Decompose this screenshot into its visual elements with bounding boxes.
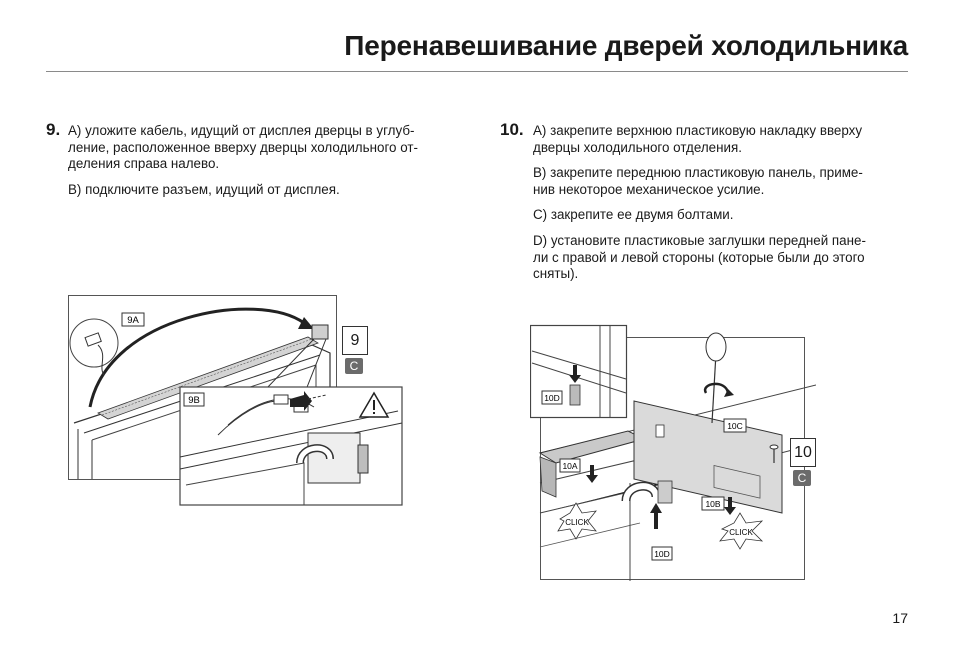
label-9b: 9B [188,395,200,406]
step-10-c-badge: C [793,470,811,486]
step-9-badge: 9 [342,326,368,355]
step-10-badge: 10 [790,438,816,467]
label-10d-bottom: 10D [654,549,670,559]
step-10a-line-1: A) закрепите верхнюю пластиковую накладк… [533,123,863,138]
step-9-c-badge: C [345,358,363,374]
step-9a-line-3: деления справа налево. [68,156,220,172]
step-10d-line-1: D) установите пластиковые заглушки перед… [533,232,866,248]
step-10a-text: A) закрепите верхнюю пластиковую накладк… [533,123,909,156]
step-9a-text: A) уложите кабель, идущий от дисплея две… [68,123,456,173]
label-9a: 9A [127,315,139,326]
label-10b: 10B [705,499,720,509]
step-10-text: A) закрепите верхнюю пластиковую накладк… [533,123,909,292]
click-label-2: CLICK [729,528,753,537]
label-10c: 10C [727,421,743,431]
step-10b-line-2: нив некоторое механическое усилие. [533,181,765,197]
label-10a: 10A [562,461,577,471]
step-10-number: 10. [500,120,524,139]
step-10-illustration: CLICK CLICK 10D 10C 10A 10B 10D [530,324,816,581]
step-9a-line-1: A) уложите кабель, идущий от дисплея две… [68,123,415,138]
step-9-text: A) уложите кабель, идущий от дисплея две… [68,123,456,207]
step-10b-line-1: B) закрепите переднюю пластиковую панель… [533,165,863,181]
step-10d-line-2: ли с правой и левой стороны (которые был… [533,249,865,265]
label-10d-top: 10D [544,393,560,403]
step-10d-text: D) установите пластиковые заглушки перед… [533,233,909,283]
step-9b-text: B) подключите разъем, идущий от дисплея. [68,181,340,197]
page-title: Перенавешивание дверей холодильника [344,30,908,61]
click-label-1: CLICK [565,518,589,527]
step-9-number: 9. [46,120,61,139]
title-divider [46,71,908,72]
step-10a-line-2: дверцы холодильного отделения. [533,139,742,155]
step-9a-line-2: ление, расположенное вверху дверцы холод… [68,139,418,155]
step-10d-line-3: сняты). [533,266,579,282]
step-10c-text: C) закрепите ее двумя болтами. [533,207,734,223]
page-number: 17 [892,610,908,626]
step-10b-text: B) закрепите переднюю пластиковую панель… [533,165,909,198]
step-9-illustration: 9A 9B [68,295,403,506]
